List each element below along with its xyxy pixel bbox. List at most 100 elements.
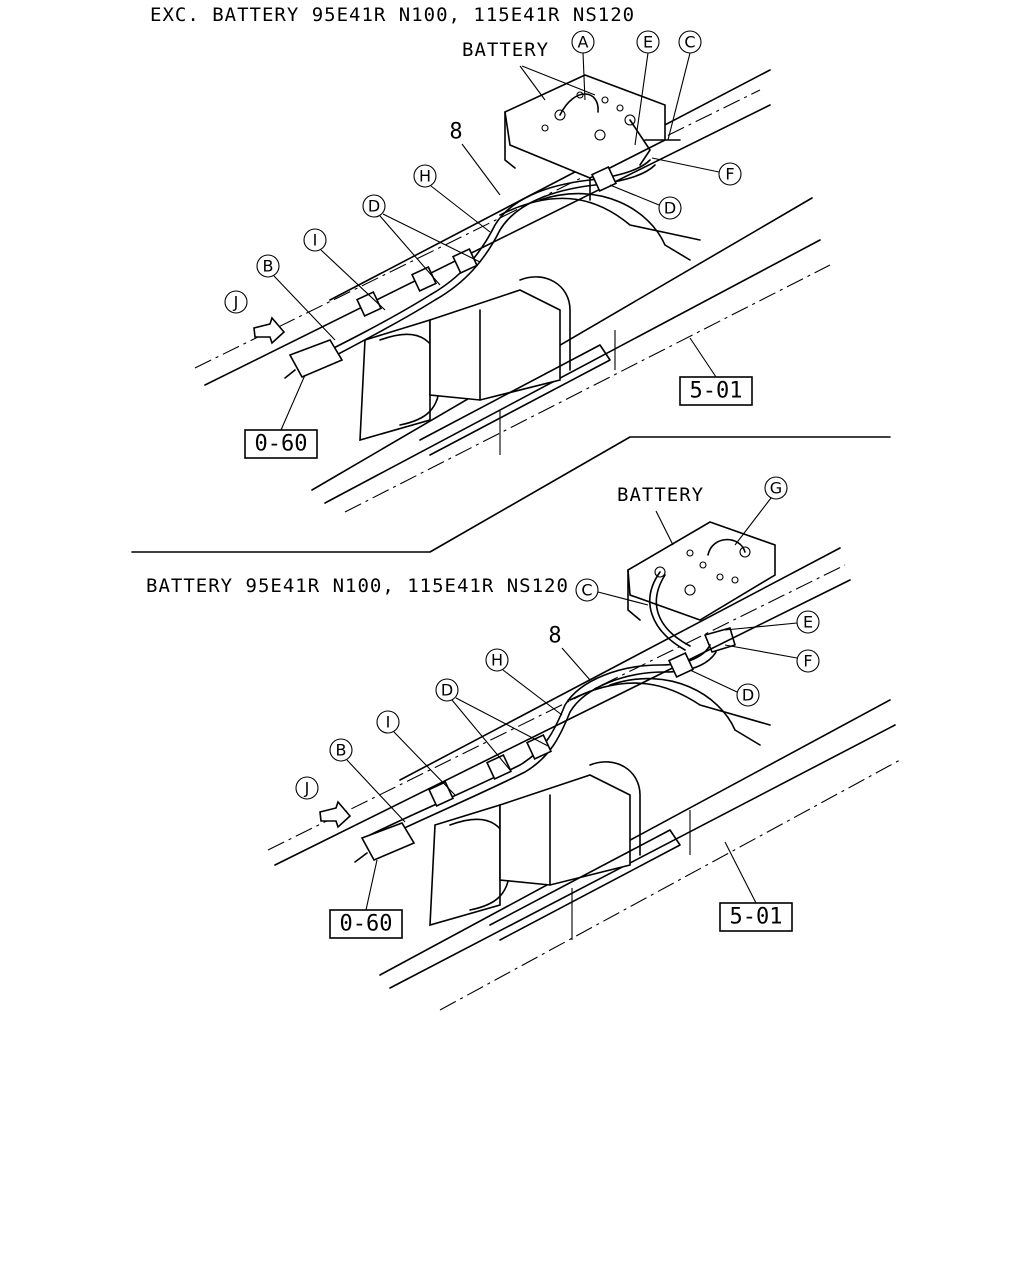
bottom-callout-b: B — [329, 738, 406, 823]
bottom-tank-body — [499, 774, 631, 886]
bottom-frame-line — [379, 699, 891, 976]
bottom-battery-cap — [716, 573, 724, 581]
top-clip — [355, 290, 383, 318]
top-part-leader — [461, 143, 501, 196]
top-crossmember — [499, 197, 701, 241]
top-frame-line — [324, 239, 821, 504]
top-callout-j: J — [224, 290, 248, 314]
svg-text:H: H — [419, 167, 431, 186]
top-battery-terminal — [554, 109, 566, 121]
bottom-battery-cable-c — [649, 571, 686, 651]
bottom-crossmember — [609, 677, 761, 746]
top-tank-lower — [419, 344, 611, 456]
bottom-battery-box-side — [627, 569, 641, 621]
top-tank-end — [359, 318, 431, 442]
top-battery-leader — [519, 65, 596, 101]
svg-text:J: J — [304, 779, 310, 798]
bottom-callout-e: E — [724, 610, 820, 634]
top-battery-cable-a — [559, 93, 599, 116]
bottom-battery-terminal — [684, 584, 696, 596]
bottom-callout-g: G — [734, 476, 788, 546]
bottom-battery-leader — [655, 510, 674, 546]
top-clip — [410, 265, 438, 293]
svg-text:A: A — [578, 33, 589, 52]
bottom-view: BATTERY 95E41R N100, 115E41R NS120 — [146, 476, 901, 1011]
top-ref-5-01: 5-01 — [679, 337, 753, 406]
top-tank-strap — [519, 276, 571, 371]
bottom-battery-cable-g — [707, 538, 746, 556]
bottom-callout-i: I — [376, 710, 456, 796]
bottom-battery-label: BATTERY — [617, 484, 704, 506]
bottom-callout-d-right: D — [689, 669, 760, 707]
top-callout-a: A — [571, 30, 595, 101]
top-callout-c: C — [667, 30, 702, 141]
bottom-callout-c: C — [575, 578, 649, 606]
svg-text:C: C — [581, 581, 592, 600]
bottom-battery-cap — [686, 549, 694, 557]
bottom-battery-terminal — [739, 546, 751, 558]
top-crossmember — [539, 192, 691, 261]
bottom-tank-end — [429, 803, 501, 927]
svg-text:I: I — [313, 231, 318, 250]
top-view: EXC. BATTERY 95E41R N100, 115E41R NS120 — [150, 4, 831, 513]
svg-text:5-01: 5-01 — [730, 905, 783, 930]
top-direction-arrow — [253, 316, 286, 345]
top-callout-d-right: D — [609, 184, 682, 220]
svg-text:G: G — [770, 479, 782, 498]
top-battery-terminal — [624, 114, 636, 126]
svg-text:C: C — [684, 33, 695, 52]
top-battery-terminal — [594, 129, 606, 141]
bottom-battery-box — [627, 521, 776, 621]
svg-text:D: D — [441, 681, 453, 700]
top-battery-label: BATTERY — [462, 39, 549, 61]
top-tank-body — [429, 289, 561, 401]
bottom-callout-f: F — [724, 644, 820, 673]
bottom-tank-lower — [489, 829, 681, 941]
bottom-battery-cap — [731, 576, 739, 584]
svg-text:D: D — [368, 197, 380, 216]
svg-text:E: E — [803, 613, 813, 632]
section-divider — [131, 436, 891, 553]
top-battery-cap — [576, 91, 584, 99]
bottom-callout-h: H — [485, 648, 563, 716]
bottom-frame-line — [389, 724, 896, 989]
top-battery-cap — [616, 104, 624, 112]
bottom-direction-arrow — [319, 800, 352, 829]
top-connector-lead — [284, 369, 296, 379]
top-callout-b: B — [256, 254, 336, 341]
top-frame-centerline — [194, 89, 761, 369]
bottom-callout-d-left: D — [435, 678, 549, 771]
top-frame-line — [311, 197, 813, 491]
bottom-battery-cap — [699, 561, 707, 569]
svg-text:B: B — [263, 257, 274, 276]
bottom-clip — [485, 753, 513, 781]
svg-text:D: D — [742, 686, 754, 705]
bottom-ref-0-60: 0-60 — [329, 859, 403, 939]
bottom-clip — [427, 780, 455, 808]
svg-text:F: F — [725, 165, 734, 184]
bottom-frame-centerline — [439, 759, 901, 1011]
top-frame-line — [329, 69, 771, 301]
bottom-connector-lead — [354, 852, 368, 863]
bottom-battery-cable-c — [655, 574, 691, 647]
svg-text:0-60: 0-60 — [255, 432, 308, 457]
bottom-tank-strap — [589, 761, 641, 856]
bottom-clip — [667, 651, 695, 679]
svg-text:F: F — [803, 652, 812, 671]
top-frame-line — [204, 104, 771, 386]
bottom-heading: BATTERY 95E41R N100, 115E41R NS120 — [146, 575, 569, 597]
bottom-part-number: 8 — [548, 624, 561, 649]
top-frame-centerline — [344, 264, 831, 513]
bottom-connector — [360, 822, 416, 862]
svg-text:I: I — [386, 713, 391, 732]
top-heading: EXC. BATTERY 95E41R N100, 115E41R NS120 — [150, 4, 635, 26]
bottom-callout-j: J — [295, 776, 319, 800]
top-ref-0-60: 0-60 — [244, 374, 318, 459]
svg-text:0-60: 0-60 — [340, 912, 393, 937]
svg-text:E: E — [643, 33, 653, 52]
top-callout-i: I — [303, 228, 386, 311]
bottom-ref-5-01: 5-01 — [719, 841, 793, 932]
svg-text:J: J — [233, 293, 239, 312]
bottom-frame-line — [399, 547, 841, 781]
